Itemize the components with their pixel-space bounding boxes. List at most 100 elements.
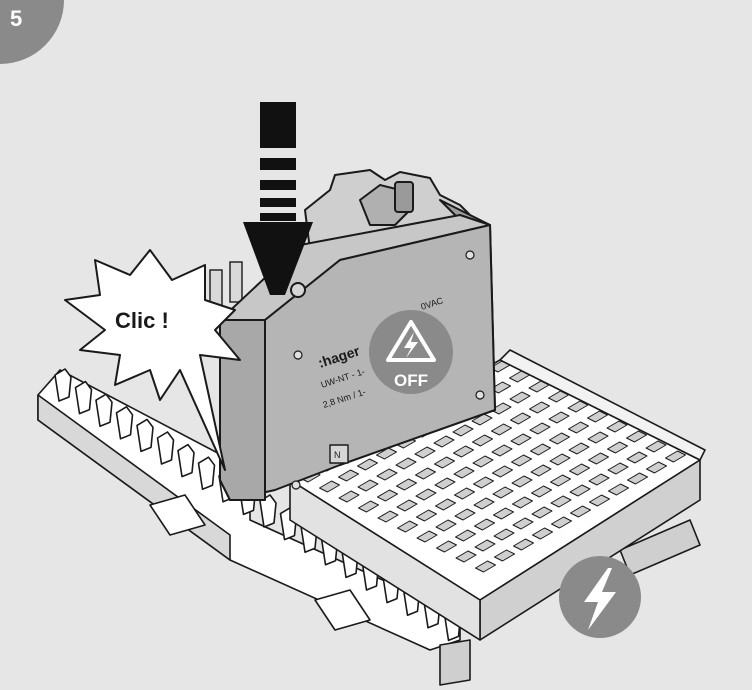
grid-cell <box>455 550 477 563</box>
grid-cell <box>607 441 628 454</box>
grid-cell <box>395 457 417 470</box>
grid-cell <box>550 474 571 487</box>
click-callout: Clic ! <box>64 249 241 471</box>
lightning-bolt-icon <box>584 568 616 630</box>
grid-cell <box>357 479 379 492</box>
grid-cell <box>509 391 531 404</box>
off-label: OFF <box>394 371 428 390</box>
grid-cell <box>530 443 551 456</box>
grid-cell <box>473 476 494 489</box>
grid-cells <box>299 360 686 573</box>
terminal-grid-panel <box>289 349 706 641</box>
din-rail-base <box>149 494 701 686</box>
grid-cell <box>338 469 359 482</box>
grid-cell <box>396 478 417 491</box>
grid-cell <box>433 435 455 448</box>
grid-cell <box>529 401 550 414</box>
power-badge <box>559 556 641 638</box>
grid-cell <box>606 420 628 433</box>
callout-text: Clic ! <box>115 308 169 333</box>
grid-cell <box>376 468 398 481</box>
grid-cell <box>454 487 475 500</box>
grid-cell <box>569 484 591 497</box>
grid-cell <box>645 440 667 453</box>
grid-cell <box>435 519 457 532</box>
grid-cell <box>474 518 495 531</box>
grid-cell <box>570 505 591 518</box>
grid-cell <box>377 489 398 502</box>
grid-cell <box>513 538 534 551</box>
grid-cell <box>454 508 476 521</box>
grid-cell <box>646 461 667 474</box>
grid-cell <box>627 472 648 485</box>
grid-cell <box>607 462 629 475</box>
off-warning-badge: OFF <box>369 310 453 394</box>
busbar-tooth <box>74 380 93 415</box>
busbar-tooth <box>54 368 72 402</box>
grid-cell <box>512 517 534 530</box>
grid-cell <box>491 444 513 457</box>
grid-cell <box>493 528 515 541</box>
grid-cell <box>588 452 609 465</box>
press-down-arrow-icon <box>243 102 313 295</box>
grid-cell <box>568 442 590 455</box>
busbar-tooth <box>95 393 113 428</box>
grid-cell <box>416 530 438 543</box>
grid-cell <box>358 500 379 513</box>
step-badge <box>0 0 64 64</box>
grid-cell <box>357 458 378 471</box>
grid-cell <box>415 467 436 480</box>
grid-cell <box>452 424 474 437</box>
grid-cell <box>416 509 437 522</box>
grid-cell <box>455 529 476 542</box>
grid-cell <box>531 485 552 498</box>
grid-cell <box>549 453 571 466</box>
grid-cell <box>492 486 514 499</box>
grid-cell <box>475 560 496 573</box>
grid-cell <box>434 477 456 490</box>
grid-cell <box>493 507 514 520</box>
grid-cell <box>550 495 572 508</box>
grid-cell <box>587 431 609 444</box>
grid-cell <box>548 411 570 424</box>
grid-cell <box>397 520 418 533</box>
grid-cell <box>608 483 629 496</box>
grid-cell <box>376 447 397 460</box>
grid-cell <box>453 445 474 458</box>
busbar-tooth <box>136 418 154 453</box>
grid-cell <box>491 423 512 436</box>
grid-cell <box>414 446 436 459</box>
grid-cell <box>569 463 590 476</box>
busbar-tooth <box>197 456 216 491</box>
grid-cell <box>473 497 495 510</box>
circuit-breaker: :hager UW-NT - 1- 2,8 Nm / 1- 0VAC N <box>219 169 496 501</box>
grid-cell <box>529 422 551 435</box>
grid-cell <box>494 549 515 562</box>
grid-cell <box>567 400 589 413</box>
lightning-triangle-icon <box>386 320 436 362</box>
grid-cell <box>626 430 647 443</box>
grid-cell <box>490 381 511 394</box>
grid-cell <box>551 516 572 529</box>
grid-cell <box>474 539 496 552</box>
grid-cell <box>588 473 610 486</box>
grid-cell <box>510 433 532 446</box>
grid-cell <box>436 540 457 553</box>
grid-cell <box>377 510 399 523</box>
terminal-label: N <box>334 450 341 460</box>
grid-cell <box>589 494 610 507</box>
grid-cell <box>434 456 455 469</box>
grid-cell <box>531 506 553 519</box>
busbar-tooth <box>259 494 277 528</box>
grid-cell <box>568 421 589 434</box>
grid-cell <box>665 450 686 463</box>
grid-cell <box>532 527 553 540</box>
grid-cell <box>319 480 340 493</box>
grid-cell <box>492 465 513 478</box>
grid-cell <box>415 488 437 501</box>
grid-cell <box>549 432 570 445</box>
grid-cell <box>396 499 418 512</box>
grid-cell <box>472 455 494 468</box>
